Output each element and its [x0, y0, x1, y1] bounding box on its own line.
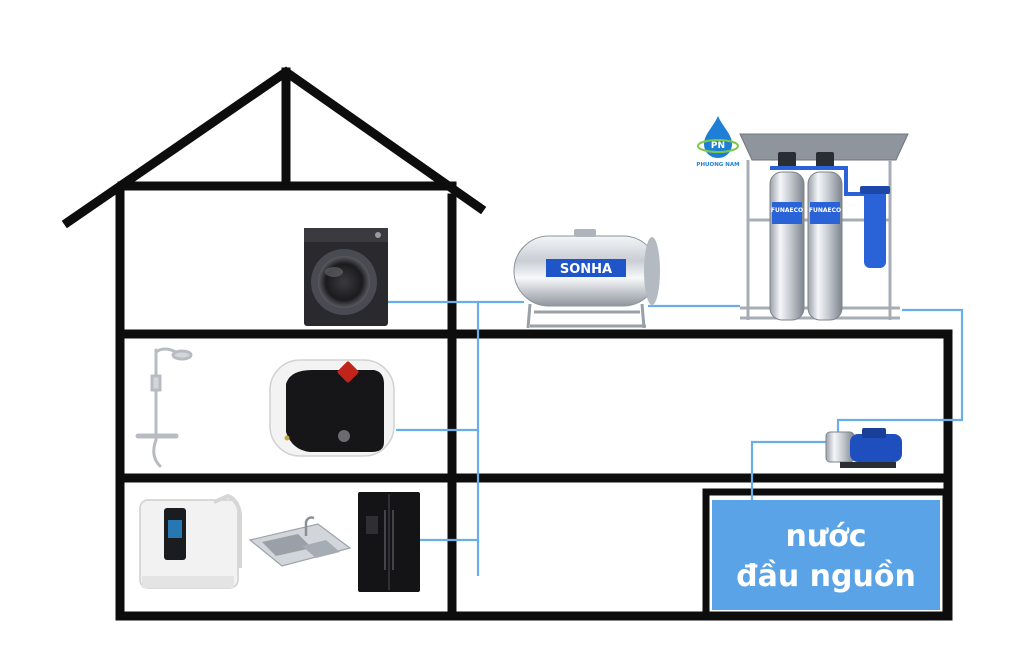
pump-motor: [850, 434, 902, 462]
pump-head: [825, 431, 855, 463]
refrigerator: [358, 492, 420, 592]
pump-base: [840, 462, 896, 468]
tank-brand-label: SONHA: [560, 262, 612, 277]
heater-indicator: [337, 361, 359, 383]
filter-cartridge-cap: [860, 186, 890, 194]
filter-valve-right: [816, 152, 834, 170]
filter-manifold-pipe: [770, 166, 866, 196]
shower-head: [171, 349, 193, 361]
filter-brand-label-right: FUNAECO: [809, 207, 841, 214]
washer-door-glass: [318, 256, 370, 308]
washing-machine: [304, 228, 388, 326]
ionizer-body: [139, 499, 239, 589]
washer-control-strip: [304, 228, 388, 242]
logo-orbit: [697, 139, 739, 153]
water-pump: [825, 428, 902, 468]
filter-valve-left: [778, 152, 796, 170]
filtration-system: FUNAECO FUNAECO: [739, 133, 909, 321]
tank-stand: [526, 303, 646, 329]
filter-label-left: [772, 202, 802, 224]
filter-brand-label-left: FUNAECO: [771, 207, 803, 214]
shower-arm: [154, 347, 178, 354]
house-structure: [61, 66, 953, 621]
sink-bowl-left: [262, 534, 312, 556]
heater-badge: [284, 435, 290, 441]
water-heater: [269, 359, 395, 457]
ionizer-spout: [213, 493, 242, 568]
tank-end-cap: [644, 237, 660, 305]
washer-knob: [375, 232, 381, 238]
source-water-tank: nước đầu nguồn: [712, 500, 940, 610]
logo-company-name: PHUONG NAM: [696, 162, 739, 168]
pipe-filter-to-pump: [836, 308, 964, 432]
water-ionizer: [139, 493, 242, 589]
shower-hand-holder: [150, 374, 162, 392]
pipe-network: [388, 300, 964, 576]
heater-front-panel: [286, 370, 384, 452]
tank-label-plate: [546, 259, 626, 277]
filter-label-right: [810, 202, 840, 224]
heater-dial: [338, 430, 350, 442]
filter-column-right: [807, 171, 843, 321]
source-label-line2: đầu nguồn: [736, 559, 916, 594]
water-drop-icon: [704, 116, 732, 158]
sink-bowl-right: [302, 540, 340, 558]
tank-inlet-cap: [574, 229, 596, 237]
pipe-source-to-pump: [750, 440, 826, 500]
stainless-water-tank: SONHA: [513, 229, 660, 329]
roof-outline: [61, 66, 487, 229]
logo-initials: PN: [711, 141, 725, 151]
pump-terminal-box: [862, 428, 886, 438]
shower-hose: [152, 438, 162, 468]
shower-set: [135, 347, 193, 468]
filter-column-left: [769, 171, 805, 321]
ionizer-screen-glow: [168, 520, 182, 538]
source-water-fill: [712, 500, 940, 610]
brand-logo: PN PHUONG NAM: [696, 116, 740, 168]
source-tank-frame: [702, 488, 950, 620]
ionizer-base: [142, 576, 234, 588]
kitchen-sink: [248, 516, 352, 567]
washer-glass-shine: [325, 267, 343, 277]
sink-faucet: [304, 516, 315, 536]
fridge-dispenser: [366, 516, 378, 534]
filter-cartridge-housing: [864, 188, 886, 268]
source-label-line1: nước: [785, 519, 866, 554]
